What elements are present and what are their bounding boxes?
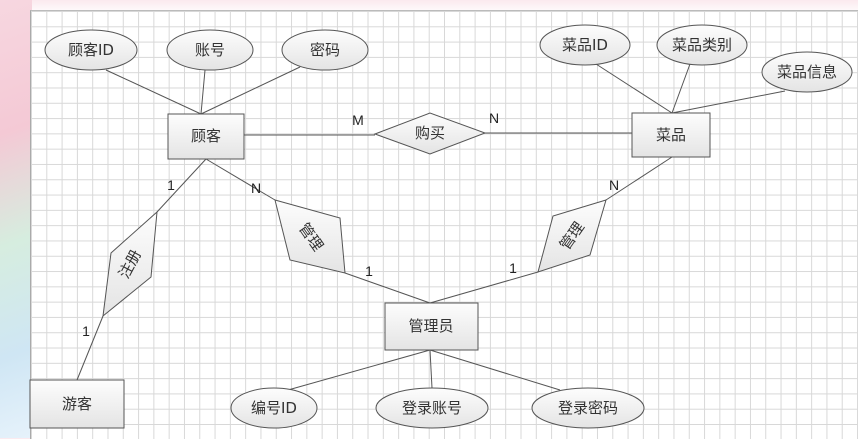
attribute-label: 密码 [310,41,340,59]
entity-label: 菜品 [656,126,686,144]
entity-dish [631,112,711,158]
relationship-register [102,210,158,318]
attribute-label: 顾客ID [68,41,114,59]
attribute-login-account [375,387,489,429]
relationship-purchase [373,112,487,155]
cardinality-label: 1 [509,260,517,276]
relationship-manage-customer [274,199,346,274]
background-decoration [0,0,32,438]
attribute-label: 菜品类别 [672,36,732,54]
cardinality-label: 1 [82,323,90,339]
entity-label: 顾客 [191,127,221,145]
cardinality-label: N [609,177,619,193]
attribute-dish-id [539,24,631,66]
entity-customer [167,113,245,160]
cardinality-label: N [251,180,261,196]
attribute-label: 账号 [195,41,225,59]
attribute-label: 登录密码 [558,399,618,417]
entity-label: 管理员 [408,317,453,335]
entity-admin [384,302,479,351]
attribute-dish-info [761,51,853,93]
attribute-customer-id [44,29,138,71]
grid-canvas [30,10,858,439]
attribute-dish-category [656,24,748,66]
attribute-label: 菜品信息 [777,63,837,81]
cardinality-label: N [489,110,499,126]
attribute-account [166,29,254,71]
attribute-label: 编号ID [251,399,297,417]
relationship-label: 购买 [415,124,445,142]
attribute-label: 菜品ID [562,36,608,54]
entity-label: 游客 [62,395,92,413]
attribute-label: 登录账号 [402,399,462,417]
cardinality-label: 1 [365,263,373,279]
attribute-password [281,29,369,71]
attribute-login-password [531,387,645,429]
relationship-manage-dish [537,199,607,273]
cardinality-label: M [352,112,364,128]
cardinality-label: 1 [167,177,175,193]
attribute-admin-id [230,387,318,429]
connector-lines [76,63,786,391]
entity-visitor [29,379,125,429]
